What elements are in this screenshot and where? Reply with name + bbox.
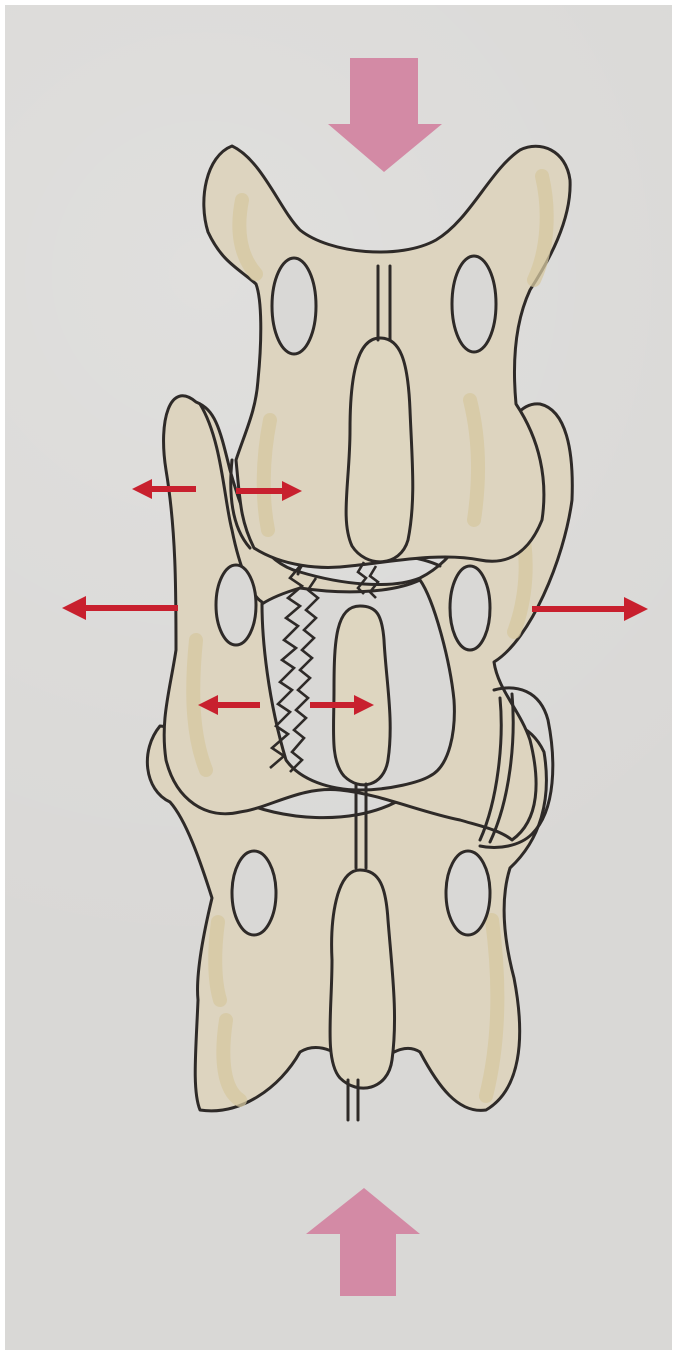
lower-spinous-process — [330, 870, 395, 1088]
middle-spinous-process — [333, 606, 390, 785]
lower-right-foramen — [446, 851, 490, 935]
compression-arrow-bottom — [306, 1188, 420, 1296]
left-arrow-outer — [62, 596, 178, 620]
right-arrow-outer — [532, 597, 648, 621]
upper-left-foramen — [272, 258, 316, 354]
lower-left-foramen — [232, 851, 276, 935]
upper-spinous-process — [346, 338, 413, 562]
middle-right-foramen — [450, 566, 490, 650]
middle-left-foramen — [216, 565, 256, 645]
upper-vertebra — [204, 146, 570, 567]
upper-right-foramen — [452, 256, 496, 352]
compression-arrow-top — [328, 58, 442, 172]
